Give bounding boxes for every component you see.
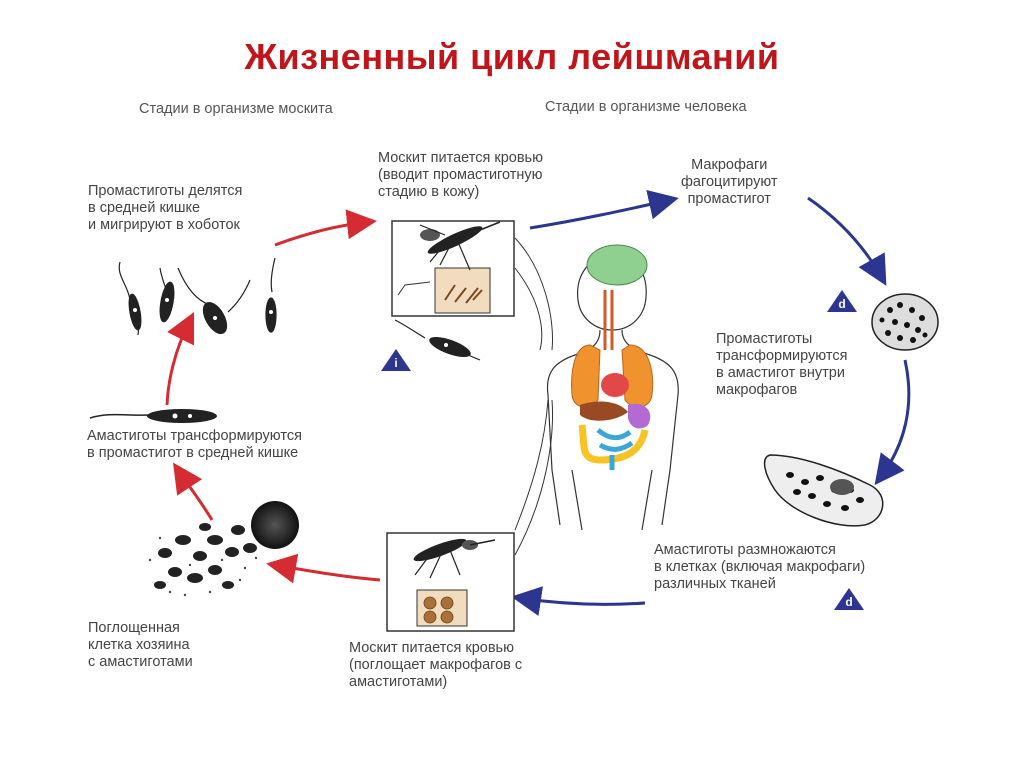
arrow-up-to-amastigote-transform (173, 462, 214, 521)
bite-bottom-box (386, 532, 515, 632)
label-macrophages: Макрофаги фагоцитируют промастигот (681, 157, 778, 207)
human-stages-header: Стадии в организме человека (545, 99, 747, 115)
label-bite-top: Москит питается кровью (вводит промастиг… (378, 150, 543, 200)
page-title: Жизненный цикл лейшманий (244, 36, 780, 77)
intestines-icon (578, 424, 649, 470)
multiplying-cell-icon (763, 454, 884, 527)
arrow-up-to-promastigotes (165, 311, 195, 406)
bite-top-box (391, 220, 515, 317)
macrophages-with-amastigotes-icon (423, 596, 454, 624)
promastigote-elongated-icon (89, 409, 217, 423)
arrow-to-host-cell (266, 553, 381, 584)
arrow-to-macrophages (529, 189, 679, 230)
badge-d-bottom-label: d (845, 595, 853, 609)
promastigote-i-icon (394, 319, 481, 361)
badge-i-label: i (394, 356, 398, 370)
label-bite-bottom: Москит питается кровью (поглощает макроф… (349, 640, 523, 690)
mosquito-top-icon (419, 221, 501, 271)
badge-i (381, 349, 411, 371)
macrophage-cell-icon (871, 293, 939, 351)
badge-d-top-label: d (838, 297, 846, 311)
heart-icon (601, 373, 629, 397)
label-host-cell: Поглощенная клетка хозяина с амастиготам… (88, 620, 193, 670)
liver-icon (580, 401, 628, 421)
badge-d-top (827, 290, 857, 312)
label-amastigotes-transform: Амастиготы трансформируются в промастиго… (87, 428, 302, 461)
human-body-figure (546, 244, 679, 531)
arrow-to-macrophage-cell (807, 196, 887, 286)
arrow-to-bite-bottom (511, 586, 646, 616)
arrow-to-bite-top (274, 209, 377, 247)
lungs-icon (571, 344, 654, 408)
mosquito-stages-header: Стадии в организме москита (139, 101, 333, 117)
badge-d-bottom (834, 588, 864, 610)
brain-icon (586, 244, 648, 286)
stomach-icon (628, 403, 651, 429)
label-amastigotes-multiply: Амастиготы размножаются в клетках (включ… (654, 542, 866, 592)
label-promastigotes-transform: Промастиготы трансформируются в амастиго… (716, 331, 848, 398)
arrow-to-multiplying-cell (874, 359, 911, 486)
mosquito-bottom-icon (413, 538, 496, 579)
label-promastigotes-divide: Промастиготы делятся в средней кишке и м… (88, 183, 243, 233)
promastigotes-in-skin-icon (444, 284, 483, 304)
promastigotes-dividing-icon (118, 257, 277, 336)
host-cell-with-amastigotes-icon (148, 501, 299, 597)
